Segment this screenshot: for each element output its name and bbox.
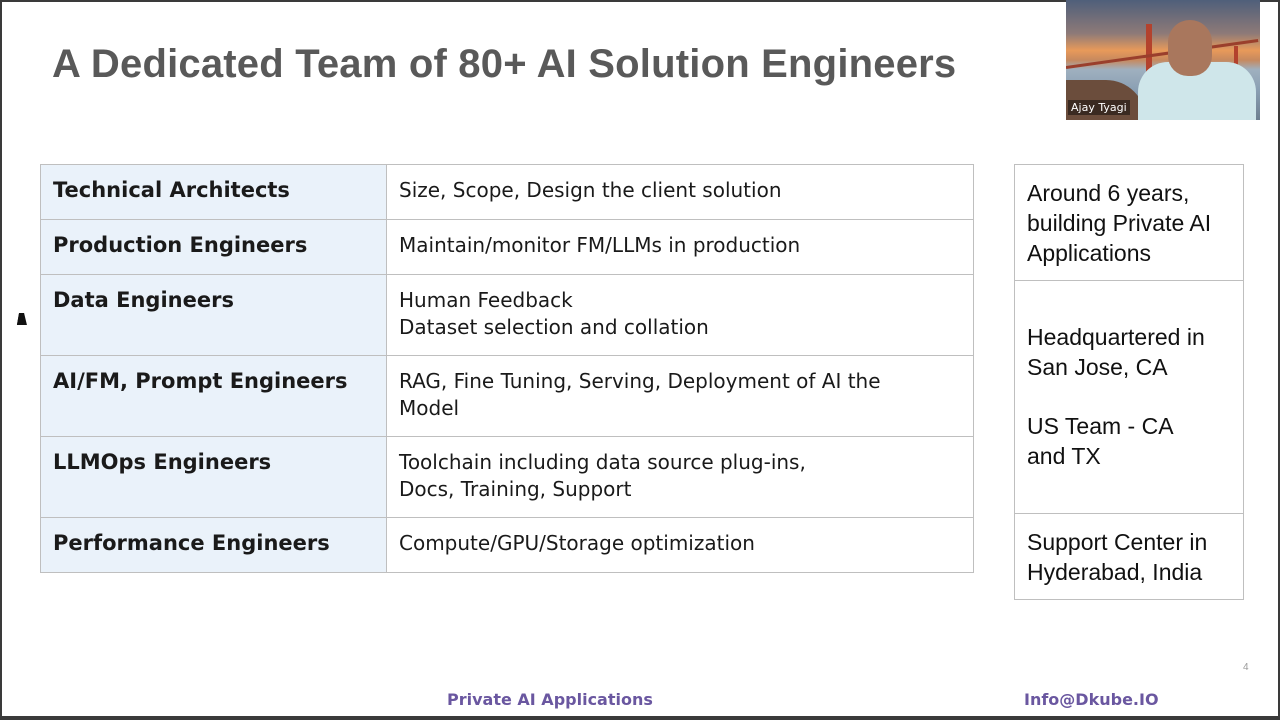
role-description: RAG, Fine Tuning, Serving, Deployment of…	[386, 355, 974, 437]
role-name: Technical Architects	[40, 164, 387, 220]
table-row: Technical Architects Size, Scope, Design…	[40, 164, 974, 220]
description-line: Model	[399, 396, 460, 420]
table-row: AI/FM, Prompt Engineers RAG, Fine Tuning…	[40, 355, 974, 437]
location-cell: Headquartered in San Jose, CA US Team - …	[1015, 281, 1243, 514]
info-line: Around 6 years,	[1027, 180, 1190, 206]
role-description: Maintain/monitor FM/LLMs in production	[386, 219, 974, 275]
company-info-box: Around 6 years, building Private AI Appl…	[1014, 164, 1244, 600]
info-line: and TX	[1027, 443, 1101, 469]
page-number: 4	[1243, 662, 1249, 673]
participant-head	[1168, 20, 1212, 76]
role-description: Compute/GPU/Storage optimization	[386, 517, 974, 573]
bridge-tower-icon	[1146, 24, 1152, 80]
roles-table: Technical Architects Size, Scope, Design…	[40, 164, 974, 573]
experience-cell: Around 6 years, building Private AI Appl…	[1015, 165, 1243, 281]
info-line: Support Center in	[1027, 529, 1208, 555]
description-line: Size, Scope, Design the client solution	[399, 178, 782, 202]
info-line: Applications	[1027, 240, 1152, 266]
role-name: AI/FM, Prompt Engineers	[40, 355, 387, 437]
table-row: Performance Engineers Compute/GPU/Storag…	[40, 517, 974, 573]
role-description: Toolchain including data source plug-ins…	[386, 436, 974, 518]
role-name: LLMOps Engineers	[40, 436, 387, 518]
role-name: Performance Engineers	[40, 517, 387, 573]
table-row: LLMOps Engineers Toolchain including dat…	[40, 436, 974, 518]
description-line: Docs, Training, Support	[399, 477, 632, 501]
footer-email: Info@Dkube.IO	[1024, 690, 1159, 709]
description-line: Human Feedback	[399, 288, 573, 312]
mouse-cursor-icon	[16, 313, 30, 325]
description-line: Compute/GPU/Storage optimization	[399, 531, 755, 555]
info-line: building Private AI	[1027, 210, 1212, 236]
info-line: Hyderabad, India	[1027, 559, 1203, 585]
info-line: San Jose, CA	[1027, 354, 1168, 380]
description-line: Toolchain including data source plug-ins…	[399, 450, 806, 474]
participant-name-label: Ajay Tyagi	[1068, 100, 1130, 115]
info-line: US Team - CA	[1027, 413, 1174, 439]
role-description: Human Feedback Dataset selection and col…	[386, 274, 974, 356]
table-row: Production Engineers Maintain/monitor FM…	[40, 219, 974, 275]
slide-title: A Dedicated Team of 80+ AI Solution Engi…	[52, 42, 957, 86]
role-name: Production Engineers	[40, 219, 387, 275]
role-description: Size, Scope, Design the client solution	[386, 164, 974, 220]
table-row: Data Engineers Human Feedback Dataset se…	[40, 274, 974, 356]
participant-video-tile[interactable]: Ajay Tyagi	[1066, 0, 1260, 120]
description-line: RAG, Fine Tuning, Serving, Deployment of…	[399, 369, 881, 393]
role-name: Data Engineers	[40, 274, 387, 356]
paragraph-gap	[1027, 382, 1231, 411]
info-line: Headquartered in	[1027, 324, 1205, 350]
support-center-cell: Support Center in Hyderabad, India	[1015, 514, 1243, 601]
footer-tagline: Private AI Applications	[447, 690, 653, 709]
description-line: Maintain/monitor FM/LLMs in production	[399, 233, 801, 257]
description-line: Dataset selection and collation	[399, 315, 709, 339]
